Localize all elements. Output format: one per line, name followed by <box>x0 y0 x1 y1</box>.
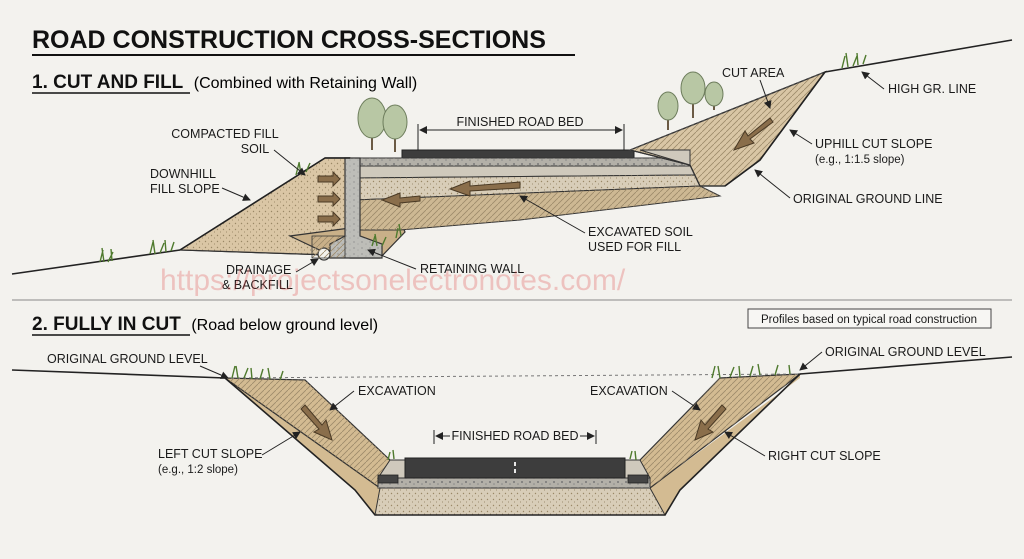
label-uphill-cut-slope: UPHILL CUT SLOPE <box>815 137 932 151</box>
label-finished-road-bed-2: FINISHED ROAD BED <box>451 429 578 443</box>
label-downhill-2: FILL SLOPE <box>150 182 220 196</box>
label-right-cut-slope: RIGHT CUT SLOPE <box>768 449 881 463</box>
road-asphalt-2 <box>404 457 626 479</box>
label-original-ground-level-right: ORIGINAL GROUND LEVEL <box>825 345 986 359</box>
label-cut-area: CUT AREA <box>722 66 785 80</box>
trees-right <box>657 71 724 130</box>
main-title: ROAD CONSTRUCTION CROSS-SECTIONS <box>32 26 546 54</box>
original-ground-left <box>11 249 181 275</box>
label-high-gr-line: HIGH GR. LINE <box>888 82 976 96</box>
section2-labels: ORIGINAL GROUND LEVEL ORIGINAL GROUND LE… <box>47 345 986 476</box>
fill-arrow-1 <box>317 170 341 188</box>
note-box <box>747 308 992 329</box>
label-excavated-soil-2: USED FOR FILL <box>588 240 681 254</box>
label-excavation-left: EXCAVATION <box>358 384 436 398</box>
excavation-arrow-left <box>300 404 333 441</box>
original-ground-level-left-line <box>11 369 226 379</box>
label-downhill-1: DOWNHILL <box>150 167 216 181</box>
cut-area-arrow <box>732 117 774 151</box>
label-compacted-fill-2: SOIL <box>241 142 270 156</box>
high-ground-line <box>824 39 1013 73</box>
label-original-ground-level-left: ORIGINAL GROUND LEVEL <box>47 352 208 366</box>
trees-left <box>357 97 408 152</box>
label-retaining-wall: RETAINING WALL <box>420 262 524 276</box>
grass-section2 <box>231 363 791 461</box>
label-excavation-right: EXCAVATION <box>590 384 668 398</box>
label-excavated-soil-1: EXCAVATED SOIL <box>588 225 693 239</box>
label-drainage-1: DRAINAGE <box>226 263 291 277</box>
grass-section1 <box>99 52 867 263</box>
fill-arrow-3 <box>317 210 341 228</box>
note-box-text: Profiles based on typical road construct… <box>761 314 977 326</box>
label-original-ground-line: ORIGINAL GROUND LINE <box>793 192 943 206</box>
watermark: https://projectsonelectronotes.com/ <box>160 264 626 297</box>
label-left-slope-note: (e.g., 1:2 slope) <box>158 464 238 476</box>
excavation-arrow-right <box>694 404 727 441</box>
section1-heading: 1. CUT AND FILL (Combined with Retaining… <box>32 72 417 93</box>
downhill-fill-slope-line <box>179 157 350 251</box>
section2-heading: 2. FULLY IN CUT (Road below ground level… <box>32 314 378 335</box>
uphill-cut-slope-line <box>724 71 826 187</box>
label-uphill-slope-note: (e.g., 1:1.5 slope) <box>815 154 905 166</box>
section1-labels: FINISHED ROAD BED COMPACTED FILL SOIL DO… <box>150 66 976 292</box>
label-finished-road-bed-1: FINISHED ROAD BED <box>456 115 583 129</box>
section2-drawing <box>11 356 1013 516</box>
label-drainage-2: & BACKFILL <box>222 278 293 292</box>
excavated-soil-arrow-2 <box>380 192 421 208</box>
cut-profile-line <box>224 373 801 516</box>
fill-arrow-2 <box>317 190 341 208</box>
label-left-cut-slope: LEFT CUT SLOPE <box>158 447 262 461</box>
label-compacted-fill-1: COMPACTED FILL <box>171 127 278 141</box>
excavated-soil-arrow-1 <box>448 180 521 197</box>
section1-drawing <box>11 39 1013 275</box>
original-ground-level-right-line <box>799 356 1013 375</box>
